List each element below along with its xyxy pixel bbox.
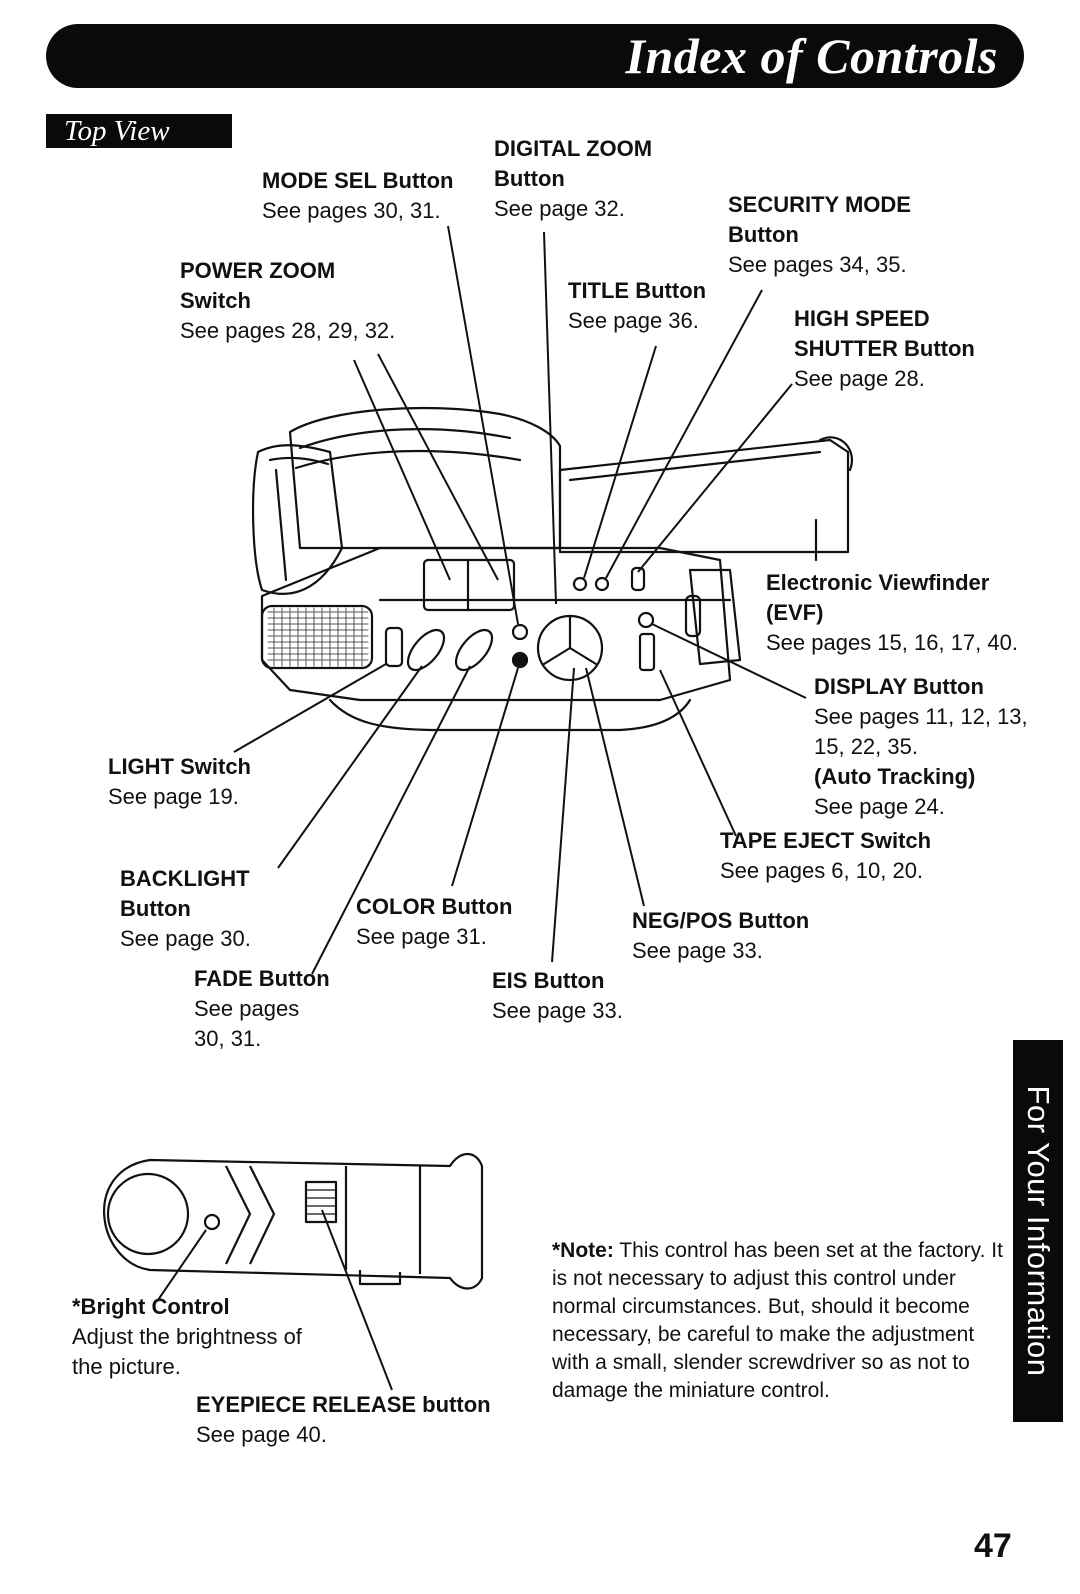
handle-outline — [288, 406, 562, 550]
note-paragraph: *Note: This control has been set at the … — [552, 1237, 1012, 1405]
label-high-speed-shutter: HIGH SPEED SHUTTER Button See page 28. — [794, 306, 975, 391]
mode-sel-button-shape — [511, 623, 529, 641]
title-button-shape — [572, 576, 588, 592]
label-color: COLOR Button See page 31. — [356, 894, 513, 949]
evf-tube — [558, 438, 850, 554]
label-negpos: NEG/POS Button See page 33. — [632, 908, 810, 963]
lens-housing — [251, 444, 344, 595]
light-switch-shape — [384, 626, 404, 668]
eyepiece-release-shape — [304, 1180, 338, 1224]
section-title: Top View — [64, 115, 170, 147]
label-eis: EIS Button See page 33. — [492, 968, 623, 1023]
label-display: DISPLAY Button See pages 11, 12, 13, 15,… — [814, 674, 1028, 819]
label-security-mode: SECURITY MODE Button See pages 34, 35. — [728, 192, 911, 277]
security-button-shape — [594, 576, 610, 592]
display-button-shape — [637, 611, 655, 629]
label-fade: FADE Button See pages 30, 31. — [194, 966, 330, 1051]
bright-control-shape — [203, 1213, 221, 1231]
title-banner: Index of Controls — [46, 24, 1024, 88]
mic-grille — [260, 604, 374, 670]
note-prefix: *Note: — [552, 1239, 614, 1262]
shutter-button-shape — [630, 566, 646, 592]
label-light: LIGHT Switch See page 19. — [108, 754, 251, 809]
body-outline — [260, 546, 732, 702]
fade-button-shape — [454, 628, 494, 672]
label-mode-sel: MODE SEL Button See pages 30, 31. — [262, 168, 454, 223]
side-tab: For Your Information — [1013, 1040, 1063, 1422]
color-button-shape — [511, 651, 529, 669]
label-title-button: TITLE Button See page 36. — [568, 278, 707, 333]
tape-eject-shape — [638, 632, 656, 672]
page-title: Index of Controls — [625, 28, 998, 84]
label-power-zoom: POWER ZOOM Switch See pages 28, 29, 32. — [180, 258, 396, 343]
label-bright-control: *Bright Control Adjust the brightness of… — [72, 1294, 302, 1379]
label-backlight: BACKLIGHT Button See page 30. — [120, 866, 251, 951]
page-number: 47 — [974, 1527, 1012, 1565]
label-digital-zoom: DIGITAL ZOOM Button See page 32. — [494, 136, 653, 221]
side-tab-label: For Your Information — [1021, 1085, 1056, 1377]
section-badge: Top View — [46, 114, 232, 148]
backlight-button-shape — [406, 628, 446, 672]
label-eyepiece-release: EYEPIECE RELEASE button See page 40. — [196, 1392, 491, 1447]
label-evf: Electronic Viewfinder (EVF) See pages 15… — [766, 570, 1018, 655]
label-tape-eject: TAPE EJECT Switch See pages 6, 10, 20. — [720, 828, 932, 883]
viewfinder-outline — [103, 1152, 484, 1290]
note-text: This control has been set at the factory… — [552, 1239, 1003, 1402]
